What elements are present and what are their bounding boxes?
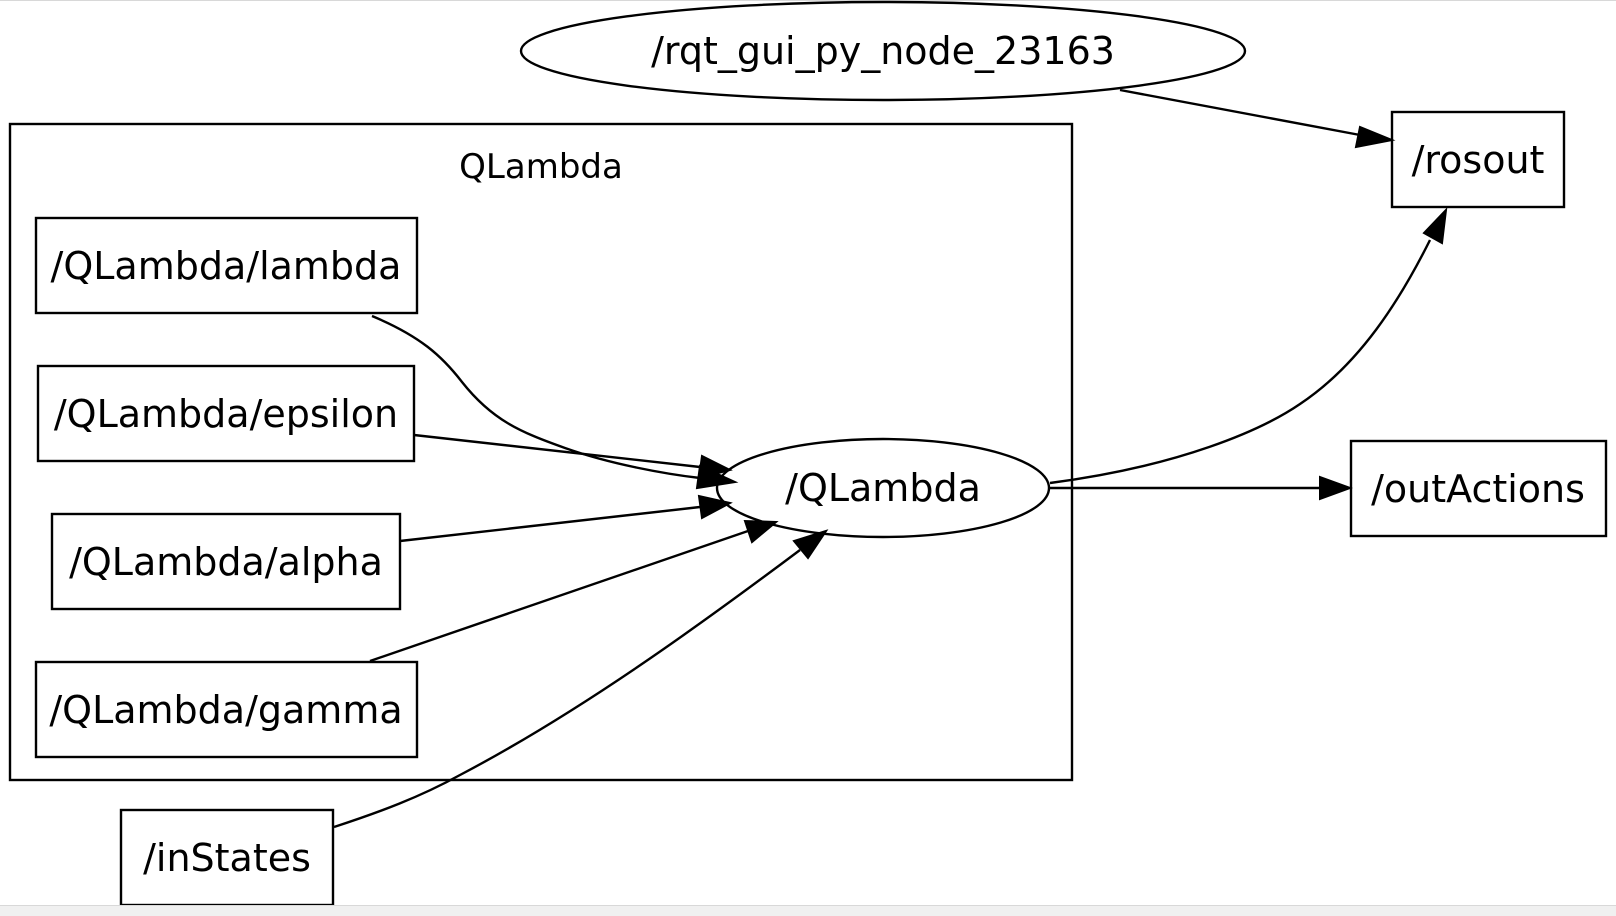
edges [333, 88, 1448, 829]
edge-rqt-to-rosout [1119, 88, 1396, 149]
node-qlambda-epsilon[interactable]: /QLambda/epsilon [36, 364, 416, 463]
edge-qlambda-to-outactions [1050, 475, 1353, 501]
edge-gamma-to-qlambda [369, 519, 779, 663]
node-qlambda-lambda[interactable]: /QLambda/lambda [34, 216, 419, 315]
edge-qlambda-to-rosout [1049, 207, 1448, 485]
edge-instates-to-qlambda [333, 529, 829, 829]
cluster-frame [8, 122, 1074, 782]
top-border [0, 0, 1616, 1]
node-outactions[interactable]: /outActions [1349, 439, 1608, 538]
node-rosout[interactable]: /rosout [1390, 110, 1566, 209]
node-instates-label: /inStates [143, 836, 311, 880]
edge-epsilon-to-qlambda [413, 433, 733, 480]
node-qlambda-label: /QLambda [785, 466, 981, 510]
edge-alpha-to-qlambda [399, 494, 733, 543]
cluster-title: QLambda [459, 147, 623, 187]
node-gamma-label: /QLambda/gamma [49, 688, 402, 732]
node-qlambda[interactable]: /QLambda [715, 437, 1051, 539]
node-lambda-label: /QLambda/lambda [51, 244, 402, 288]
node-rqt-gui-label: /rqt_gui_py_node_23163 [651, 29, 1115, 73]
bottom-scroll-strip [0, 905, 1616, 916]
node-rqt-gui[interactable]: /rqt_gui_py_node_23163 [519, 0, 1247, 102]
cluster-qlambda: QLambda [8, 122, 1074, 782]
node-qlambda-alpha[interactable]: /QLambda/alpha [50, 512, 402, 611]
node-instates[interactable]: /inStates [119, 808, 335, 907]
node-rosout-label: /rosout [1412, 138, 1545, 182]
node-outactions-label: /outActions [1371, 467, 1585, 511]
node-alpha-label: /QLambda/alpha [69, 540, 383, 584]
edge-lambda-to-qlambda [371, 314, 739, 490]
node-qlambda-gamma[interactable]: /QLambda/gamma [34, 660, 419, 759]
node-epsilon-label: /QLambda/epsilon [54, 392, 398, 436]
